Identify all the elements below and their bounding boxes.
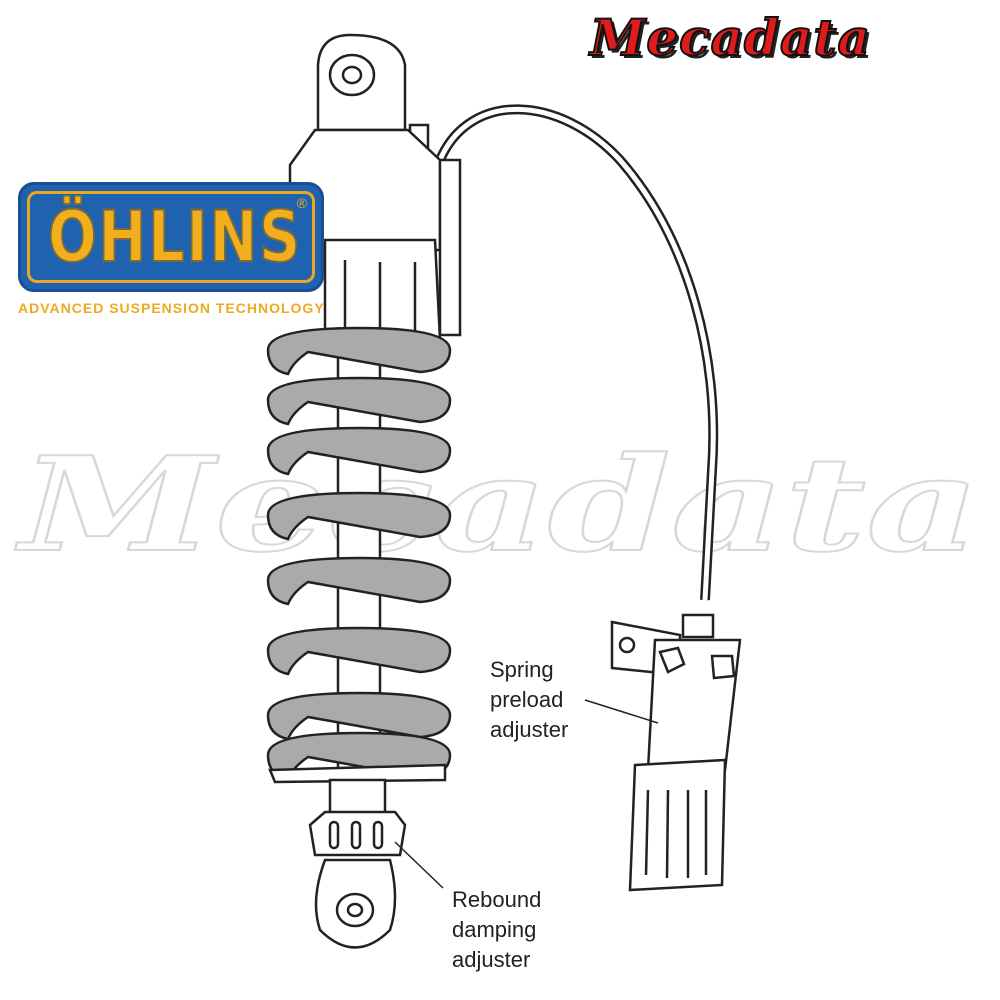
- label-line: Spring: [490, 657, 554, 682]
- spring-coil: [266, 326, 452, 376]
- ohlins-wordmark: ÖHLINS: [47, 196, 302, 278]
- label-line: adjuster: [452, 947, 531, 972]
- rebound-label: Rebound damping adjuster: [452, 885, 541, 975]
- spring-coil: [266, 556, 452, 606]
- label-line: damping: [452, 917, 537, 942]
- preload-label: Spring preload adjuster: [490, 655, 568, 745]
- adjuster-knob: [628, 758, 727, 892]
- label-line: Rebound: [452, 887, 542, 912]
- spring-coil: [266, 626, 452, 676]
- ohlins-tagline: ADVANCED SUSPENSION TECHNOLOGY: [18, 300, 325, 316]
- label-line: preload: [490, 687, 564, 712]
- ohlins-logo: ÖHLINS ®: [18, 182, 324, 292]
- rebound-leader: [394, 841, 444, 889]
- registered-mark: ®: [296, 195, 307, 211]
- spring-seat: [268, 763, 447, 784]
- spring-coil: [266, 491, 452, 541]
- spring: [266, 326, 452, 781]
- preload-collar: [323, 238, 442, 342]
- mecadata-logo: Mecadata: [589, 7, 871, 68]
- label-line: adjuster: [490, 717, 569, 742]
- preload-leader: [584, 699, 659, 724]
- watermark: Mecadata: [15, 428, 980, 581]
- spring-coil: [266, 426, 452, 476]
- spring-coil: [266, 376, 452, 426]
